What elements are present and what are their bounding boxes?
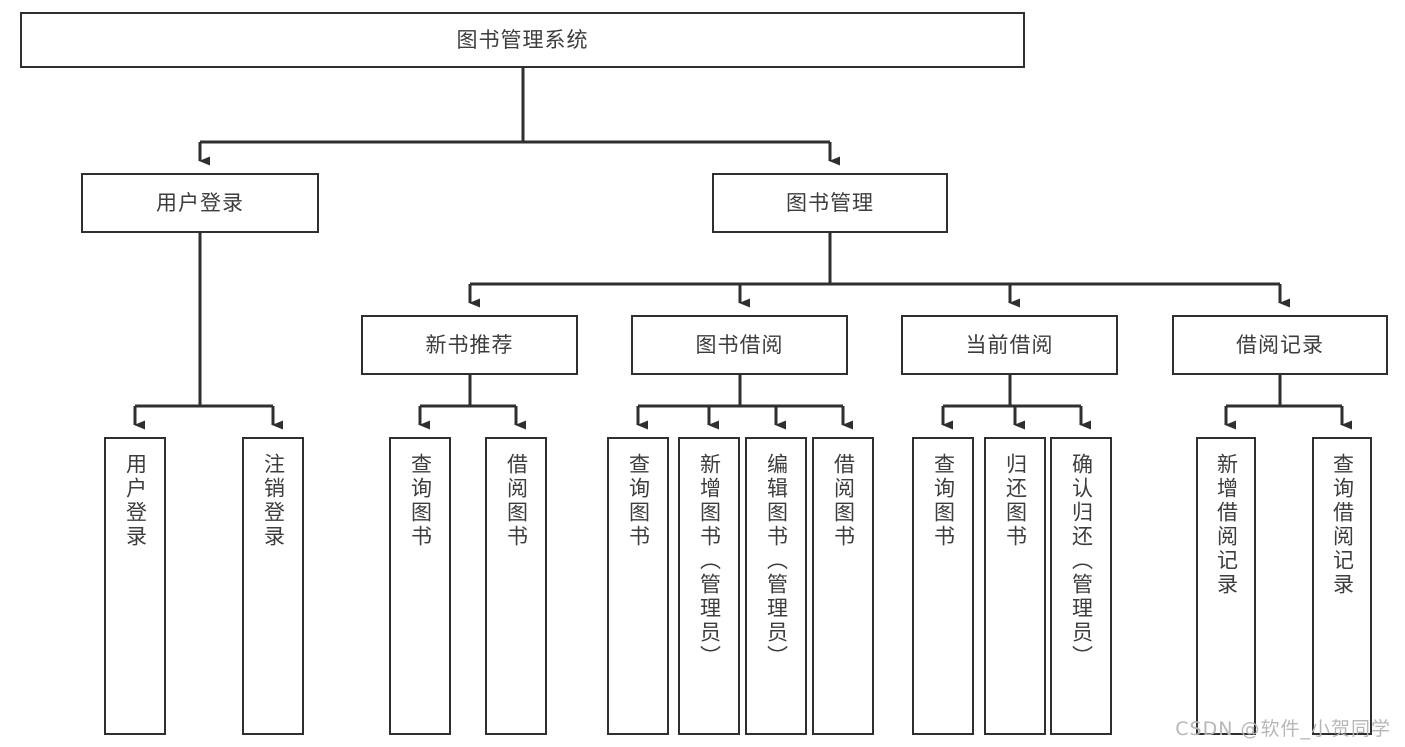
node-label-leaf-query-book-2: 查询图书	[626, 453, 651, 549]
node-leaf-query-book-3[interactable]: 查询图书	[912, 437, 974, 735]
node-label-leaf-borrow-book-1: 借阅图书	[504, 453, 529, 549]
node-label-leaf-query-record: 查询借阅记录	[1330, 453, 1355, 597]
node-label-book-borrow: 图书借阅	[695, 332, 784, 357]
node-leaf-add-book[interactable]: 新增图书（管理员）	[678, 437, 740, 735]
node-leaf-user-login[interactable]: 用户登录	[104, 437, 166, 735]
node-borrow-record[interactable]: 借阅记录	[1172, 315, 1388, 375]
node-leaf-query-book-1[interactable]: 查询图书	[389, 437, 451, 735]
node-label-leaf-query-book-1: 查询图书	[408, 453, 433, 549]
node-label-leaf-add-record: 新增借阅记录	[1214, 453, 1239, 597]
node-label-leaf-add-book: 新增图书（管理员）	[697, 453, 722, 669]
node-label-leaf-edit-book: 编辑图书（管理员）	[764, 453, 789, 669]
node-leaf-edit-book[interactable]: 编辑图书（管理员）	[745, 437, 807, 735]
node-leaf-query-book-2[interactable]: 查询图书	[607, 437, 669, 735]
node-book-management[interactable]: 图书管理	[712, 173, 948, 233]
node-user-login[interactable]: 用户登录	[81, 173, 319, 233]
node-new-book-recommend[interactable]: 新书推荐	[361, 315, 578, 375]
node-leaf-return-book[interactable]: 归还图书	[984, 437, 1046, 735]
node-label-leaf-user-login: 用户登录	[123, 453, 148, 549]
node-label-leaf-logout: 注销登录	[261, 453, 286, 549]
node-label-new-book-recommend: 新书推荐	[425, 332, 514, 357]
node-leaf-query-record[interactable]: 查询借阅记录	[1312, 437, 1372, 735]
watermark-text: CSDN @软件_小贺同学	[1175, 718, 1391, 740]
node-leaf-borrow-book-1[interactable]: 借阅图书	[485, 437, 547, 735]
node-label-borrow-record: 借阅记录	[1236, 332, 1324, 357]
node-root[interactable]: 图书管理系统	[20, 12, 1025, 68]
node-label-root: 图书管理系统	[456, 27, 589, 52]
node-label-book-management: 图书管理	[786, 190, 874, 215]
node-leaf-add-record[interactable]: 新增借阅记录	[1196, 437, 1256, 735]
node-label-leaf-borrow-book-2: 借阅图书	[831, 453, 856, 549]
node-current-borrow[interactable]: 当前借阅	[901, 315, 1118, 375]
node-label-user-login: 用户登录	[156, 190, 244, 215]
node-leaf-confirm-return[interactable]: 确认归还（管理员）	[1050, 437, 1112, 735]
node-label-leaf-confirm-return: 确认归还（管理员）	[1069, 453, 1094, 669]
node-label-leaf-return-book: 归还图书	[1003, 453, 1028, 549]
node-leaf-borrow-book-2[interactable]: 借阅图书	[812, 437, 874, 735]
node-label-current-borrow: 当前借阅	[965, 332, 1054, 357]
node-leaf-logout[interactable]: 注销登录	[242, 437, 304, 735]
node-book-borrow[interactable]: 图书借阅	[631, 315, 848, 375]
node-label-leaf-query-book-3: 查询图书	[931, 453, 956, 549]
